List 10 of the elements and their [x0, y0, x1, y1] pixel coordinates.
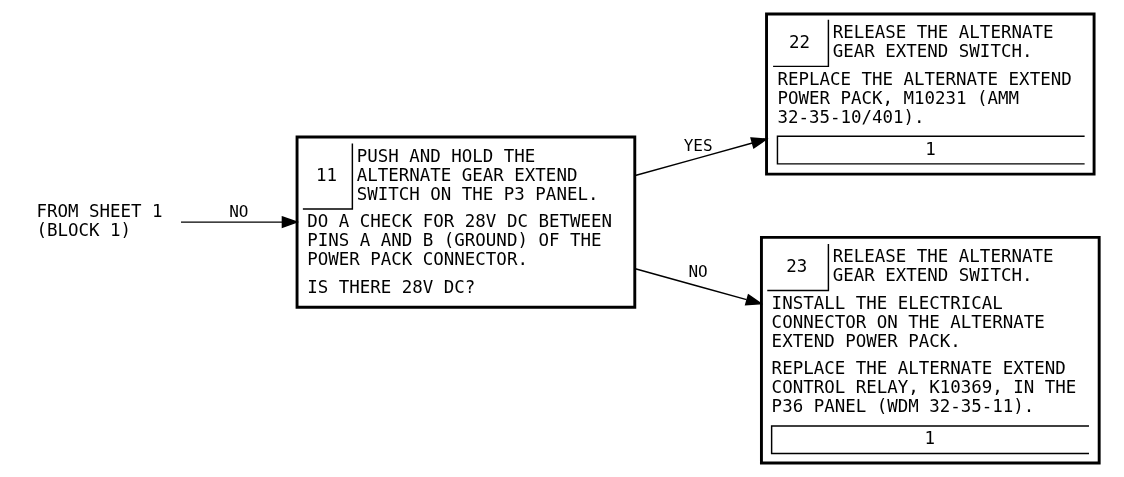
edge-label: YES — [683, 135, 713, 155]
node-box: 22 RELEASE THE ALTERNATE GEAR EXTEND SWITCH. REPLACE THE ALTERNATE EXTEND POWER PACK, M10231 (AMM 32-35-10/401). 1 — [765, 12, 1096, 176]
arrow — [180, 216, 300, 229]
node-text: FROM SHEET 1 (BLOCK 1) — [36, 201, 163, 241]
node-box: 11 PUSH AND HOLD THE ALTERNATE GEAR EXTEND SWITCH ON THE P3 PANEL. DO A CHECK FOR 28V DC BETWEEN PINS A AND B (GROUND) OF THE POWER PACK CONNECTOR. IS THERE 28V DC? — [295, 135, 637, 309]
arrow — [634, 137, 769, 177]
edge-label: NO — [229, 202, 249, 222]
node-box: 23 RELEASE THE ALTERNATE GEAR EXTEND SWITCH. INSTALL THE ELECTRICAL CONNECTOR ON THE ALTERNATE EXTEND POWER PACK. REPLACE THE ALTERNATE EXTEND CONTROL RELAY, K10369, IN THE P36 PANEL (WDM 32-35-11). 1 — [760, 235, 1101, 465]
edge-label: NO — [688, 262, 708, 282]
arrow — [634, 268, 764, 306]
